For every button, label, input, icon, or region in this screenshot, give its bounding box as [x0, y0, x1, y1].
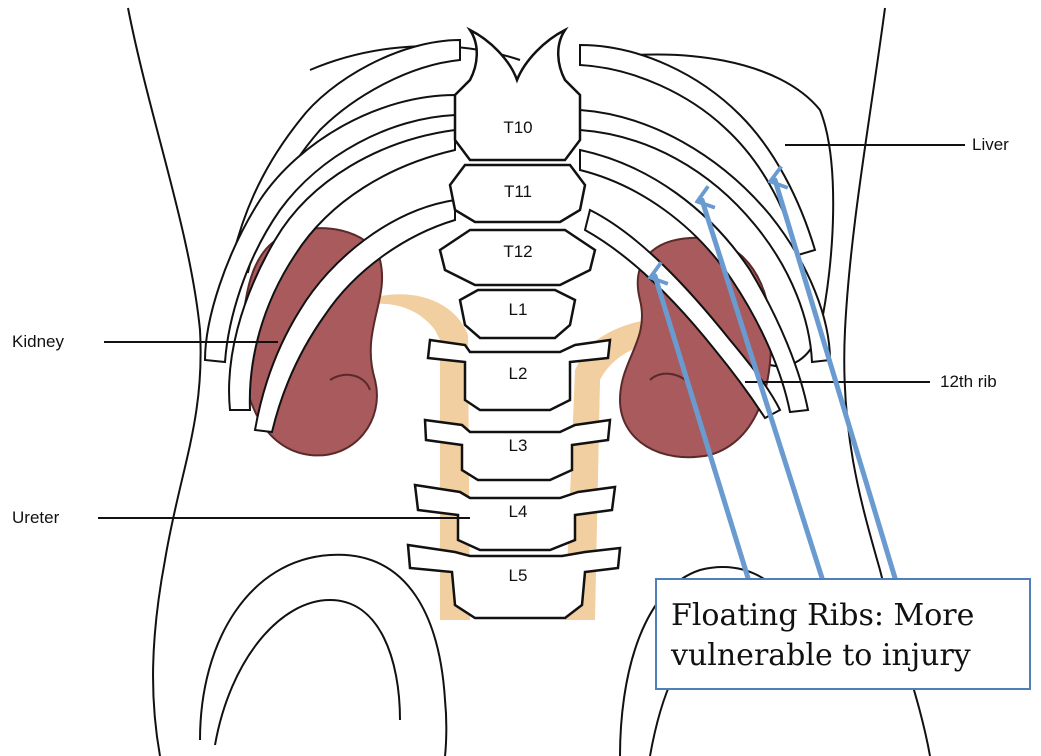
label-l3: L3 — [488, 436, 548, 456]
label-t10: T10 — [488, 118, 548, 138]
label-ureter: Ureter — [12, 508, 59, 528]
label-liver: Liver — [972, 135, 1009, 155]
label-l2: L2 — [488, 364, 548, 384]
label-12th-rib: 12th rib — [940, 372, 997, 392]
label-l4: L4 — [488, 502, 548, 522]
callout-line-1: Floating Ribs: More — [671, 596, 1029, 636]
label-l1: L1 — [488, 300, 548, 320]
label-t11: T11 — [488, 182, 548, 202]
floating-ribs-callout: Floating Ribs: More vulnerable to injury — [655, 578, 1031, 690]
label-kidney: Kidney — [12, 332, 64, 352]
label-t12: T12 — [488, 242, 548, 262]
callout-line-2: vulnerable to injury — [671, 636, 1029, 676]
label-l5: L5 — [488, 566, 548, 586]
